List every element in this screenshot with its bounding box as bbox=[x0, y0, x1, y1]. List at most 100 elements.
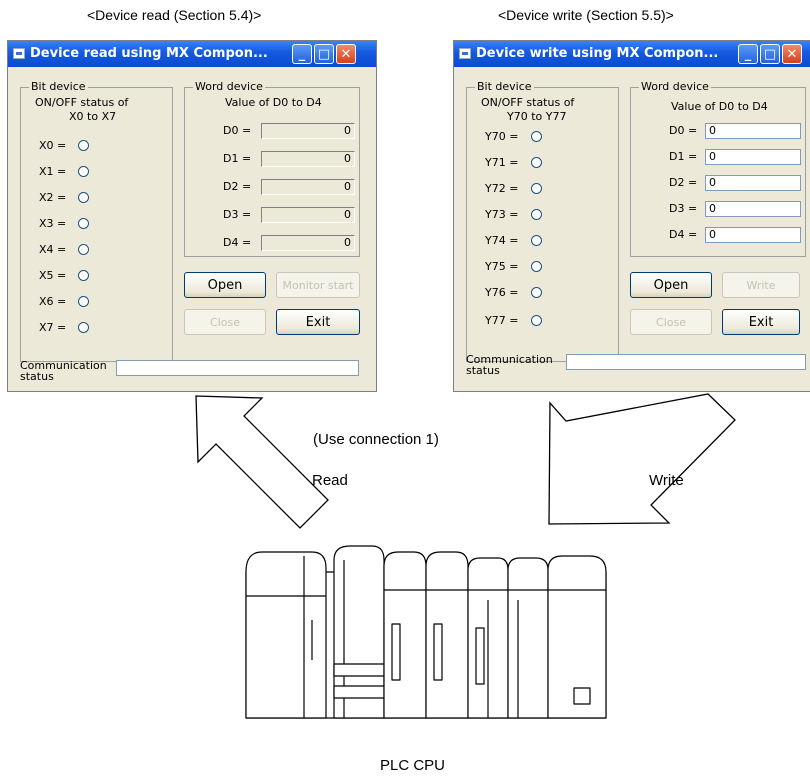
bit-device-label: Bit device bbox=[475, 80, 534, 93]
write-arrow bbox=[548, 393, 736, 525]
read-arrow-label: Read bbox=[312, 472, 348, 489]
bit-x1-indicator bbox=[78, 166, 89, 177]
write-button[interactable]: Write bbox=[722, 272, 800, 298]
read-arrow bbox=[195, 395, 329, 529]
bit-y70-label: Y70 = bbox=[485, 130, 519, 143]
bit-x2-indicator bbox=[78, 192, 89, 203]
bit-device-desc: ON/OFF status of bbox=[481, 96, 575, 109]
word-d4-label: D4 = bbox=[669, 228, 698, 241]
minimize-icon: _ bbox=[298, 46, 306, 62]
bit-y72-toggle[interactable] bbox=[531, 183, 542, 194]
comm-status-label-1: Communication bbox=[466, 353, 553, 366]
minimize-button[interactable]: _ bbox=[292, 44, 312, 64]
bit-y74-label: Y74 = bbox=[485, 234, 519, 247]
title-bar[interactable]: Device write using MX Compon... _ □ ✕ bbox=[454, 41, 810, 67]
plc-power-module bbox=[245, 551, 327, 719]
open-button[interactable]: Open bbox=[184, 272, 266, 298]
bit-device-group: Bit device ON/OFF status of X0 to X7 X0 … bbox=[20, 80, 173, 362]
connection-label: (Use connection 1) bbox=[313, 431, 439, 448]
bit-y76-label: Y76 = bbox=[485, 286, 519, 299]
bit-x7-label: X7 = bbox=[39, 321, 67, 334]
word-d1-label: D1 = bbox=[669, 150, 698, 163]
close-icon: ✕ bbox=[786, 46, 798, 62]
word-device-label: Word device bbox=[639, 80, 711, 93]
bit-x5-label: X5 = bbox=[39, 269, 67, 282]
plc-io-module-3 bbox=[467, 557, 509, 719]
exit-button[interactable]: Exit bbox=[276, 309, 360, 335]
maximize-icon: □ bbox=[317, 46, 331, 62]
minimize-button[interactable]: _ bbox=[738, 44, 758, 64]
device-write-caption: <Device write (Section 5.5)> bbox=[498, 7, 674, 23]
bit-y77-toggle[interactable] bbox=[531, 315, 542, 326]
word-device-group: Word device Value of D0 to D4 D0 = 0 D1 … bbox=[630, 80, 806, 257]
word-d3-input[interactable]: 0 bbox=[705, 201, 801, 217]
close-icon: ✕ bbox=[340, 46, 352, 62]
bit-x6-indicator bbox=[78, 296, 89, 307]
comm-status-label-1: Communication bbox=[20, 359, 107, 372]
plc-io-module-2 bbox=[425, 551, 469, 719]
word-device-group: Word device Value of D0 to D4 D0 = 0 D1 … bbox=[184, 80, 360, 257]
write-arrow-label: Write bbox=[649, 472, 684, 489]
word-d2-input[interactable]: 0 bbox=[705, 175, 801, 191]
plc-io-module-5 bbox=[547, 555, 607, 719]
open-button[interactable]: Open bbox=[630, 272, 712, 298]
word-d0-label: D0 = bbox=[223, 124, 252, 137]
bit-x6-label: X6 = bbox=[39, 295, 67, 308]
maximize-button[interactable]: □ bbox=[760, 44, 780, 64]
close-connection-button[interactable]: Close bbox=[184, 309, 266, 335]
word-d2-label: D2 = bbox=[669, 176, 698, 189]
word-d1-input[interactable]: 0 bbox=[705, 149, 801, 165]
plc-io-module-1 bbox=[383, 551, 427, 719]
close-button[interactable]: ✕ bbox=[336, 44, 356, 64]
monitor-start-button[interactable]: Monitor start bbox=[276, 272, 360, 298]
word-d2-label: D2 = bbox=[223, 180, 252, 193]
bit-y74-toggle[interactable] bbox=[531, 235, 542, 246]
bit-y72-label: Y72 = bbox=[485, 182, 519, 195]
close-connection-button[interactable]: Close bbox=[630, 309, 712, 335]
app-icon bbox=[459, 48, 471, 59]
bit-x7-indicator bbox=[78, 322, 89, 333]
bit-x4-indicator bbox=[78, 244, 89, 255]
word-d3-value: 0 bbox=[261, 207, 355, 223]
bit-y73-toggle[interactable] bbox=[531, 209, 542, 220]
word-d3-label: D3 = bbox=[223, 208, 252, 221]
device-write-window: Device write using MX Compon... _ □ ✕ Bi… bbox=[453, 40, 810, 392]
window-title: Device read using MX Compon... bbox=[30, 46, 268, 61]
minimize-icon: _ bbox=[744, 46, 752, 62]
exit-button[interactable]: Exit bbox=[722, 309, 800, 335]
bit-y75-label: Y75 = bbox=[485, 260, 519, 273]
word-d0-label: D0 = bbox=[669, 124, 698, 137]
comm-status-label-2: status bbox=[466, 364, 500, 377]
bit-device-desc: ON/OFF status of bbox=[35, 96, 129, 109]
bit-x0-label: X0 = bbox=[39, 139, 67, 152]
device-read-window: Device read using MX Compon... _ □ ✕ Bit… bbox=[7, 40, 377, 392]
bit-y73-label: Y73 = bbox=[485, 208, 519, 221]
maximize-button[interactable]: □ bbox=[314, 44, 334, 64]
close-button[interactable]: ✕ bbox=[782, 44, 802, 64]
word-d4-value: 0 bbox=[261, 235, 355, 251]
bit-y71-toggle[interactable] bbox=[531, 157, 542, 168]
word-device-desc: Value of D0 to D4 bbox=[671, 100, 768, 113]
word-d3-label: D3 = bbox=[669, 202, 698, 215]
bit-y76-toggle[interactable] bbox=[531, 287, 542, 298]
bit-device-range: Y70 to Y77 bbox=[507, 110, 567, 123]
window-title: Device write using MX Compon... bbox=[476, 46, 719, 61]
word-device-label: Word device bbox=[193, 80, 265, 93]
word-d0-value: 0 bbox=[261, 123, 355, 139]
bit-device-label: Bit device bbox=[29, 80, 88, 93]
title-bar[interactable]: Device read using MX Compon... _ □ ✕ bbox=[8, 41, 376, 67]
plc-io-module-4 bbox=[507, 557, 549, 719]
word-d1-label: D1 = bbox=[223, 152, 252, 165]
bit-x0-indicator bbox=[78, 140, 89, 151]
bit-y77-label: Y77 = bbox=[485, 314, 519, 327]
comm-status-field bbox=[566, 354, 806, 370]
word-d0-input[interactable]: 0 bbox=[705, 123, 801, 139]
bit-x5-indicator bbox=[78, 270, 89, 281]
bit-y71-label: Y71 = bbox=[485, 156, 519, 169]
bit-y75-toggle[interactable] bbox=[531, 261, 542, 272]
bit-device-range: X0 to X7 bbox=[69, 110, 117, 123]
bit-y70-toggle[interactable] bbox=[531, 131, 542, 142]
word-d1-value: 0 bbox=[261, 151, 355, 167]
word-d4-input[interactable]: 0 bbox=[705, 227, 801, 243]
bit-x4-label: X4 = bbox=[39, 243, 67, 256]
